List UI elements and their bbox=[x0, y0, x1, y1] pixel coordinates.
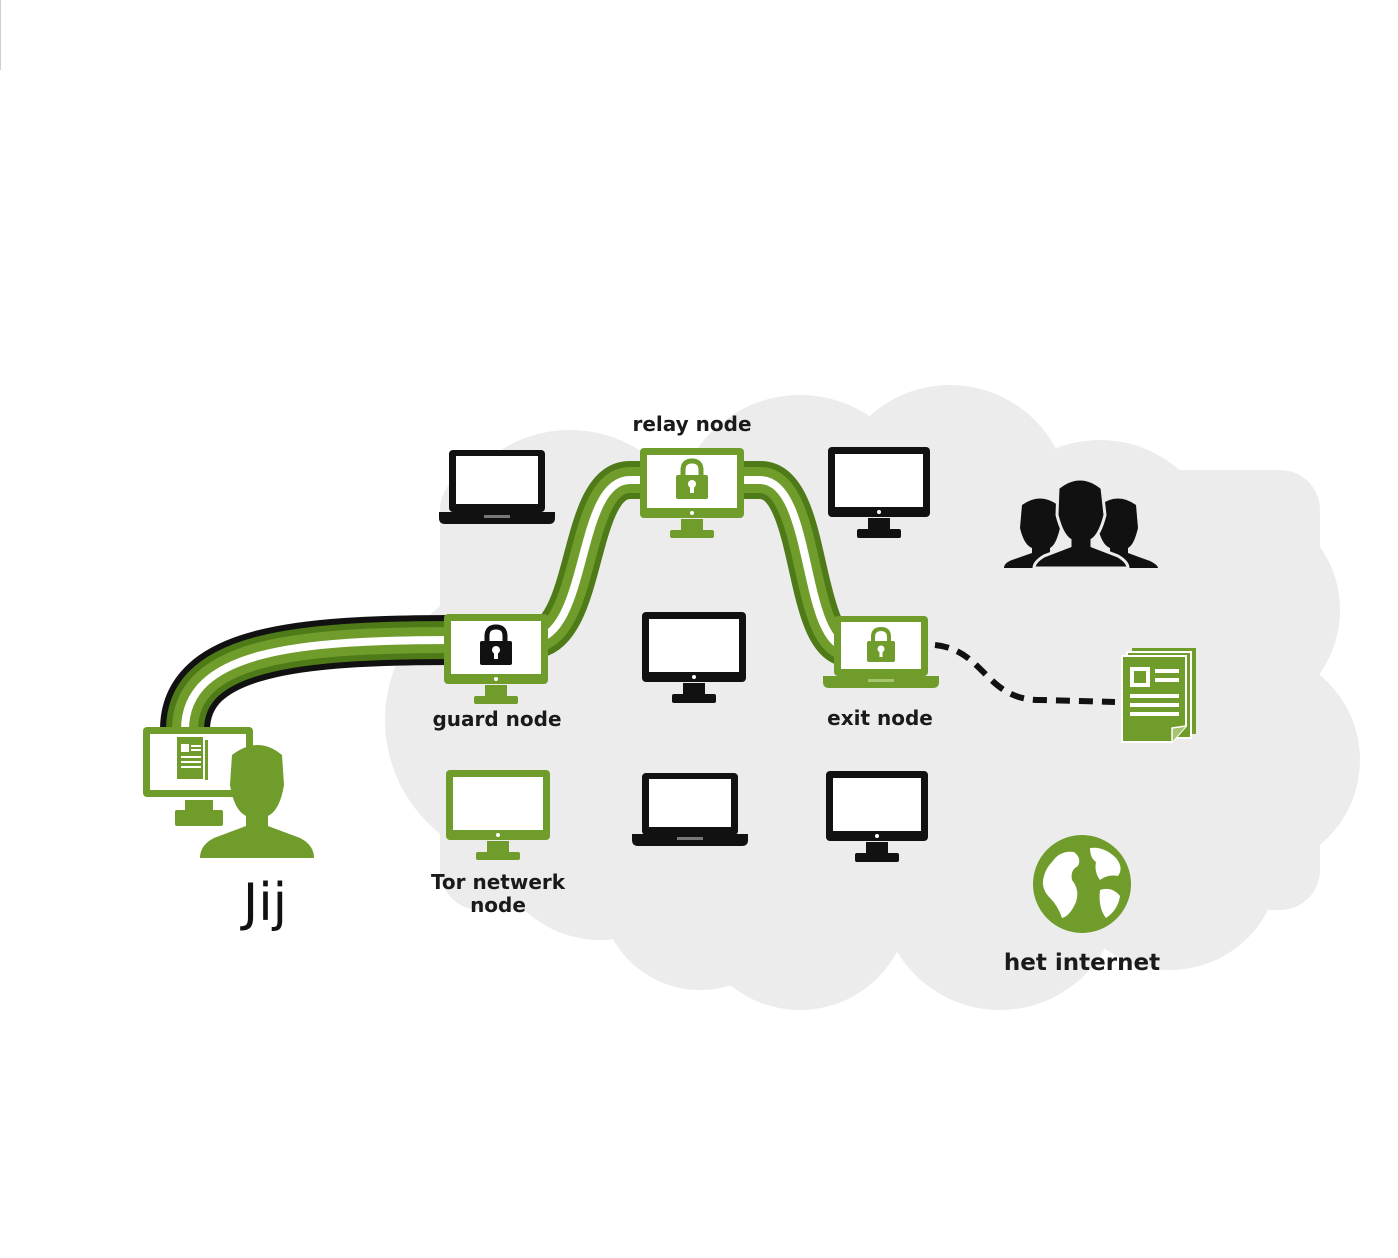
person-icon bbox=[200, 745, 314, 858]
circuit-path bbox=[160, 461, 869, 755]
tor-network-node-label-line2: node bbox=[470, 893, 526, 917]
document-icon bbox=[175, 735, 208, 781]
group-icon bbox=[1004, 477, 1158, 570]
laptop-icon bbox=[632, 773, 748, 846]
globe-icon bbox=[1031, 833, 1133, 935]
exit-node-label: exit node bbox=[827, 706, 933, 730]
lock-icon bbox=[867, 626, 895, 662]
lock-icon bbox=[676, 458, 708, 499]
lock-icon bbox=[480, 624, 512, 665]
monitor-icon bbox=[642, 612, 746, 703]
guard-node-label: guard node bbox=[432, 707, 561, 731]
laptop-icon bbox=[439, 450, 555, 524]
tor-network-node-label-line1: Tor netwerk bbox=[431, 870, 566, 894]
relay-node-label: relay node bbox=[632, 412, 751, 436]
monitor-icon bbox=[826, 771, 928, 862]
you-label: Jij bbox=[240, 873, 287, 933]
internet-label: het internet bbox=[1004, 950, 1160, 976]
tor-network-node-monitor bbox=[446, 770, 550, 860]
document-icon bbox=[1121, 648, 1196, 743]
monitor-icon bbox=[828, 447, 930, 538]
